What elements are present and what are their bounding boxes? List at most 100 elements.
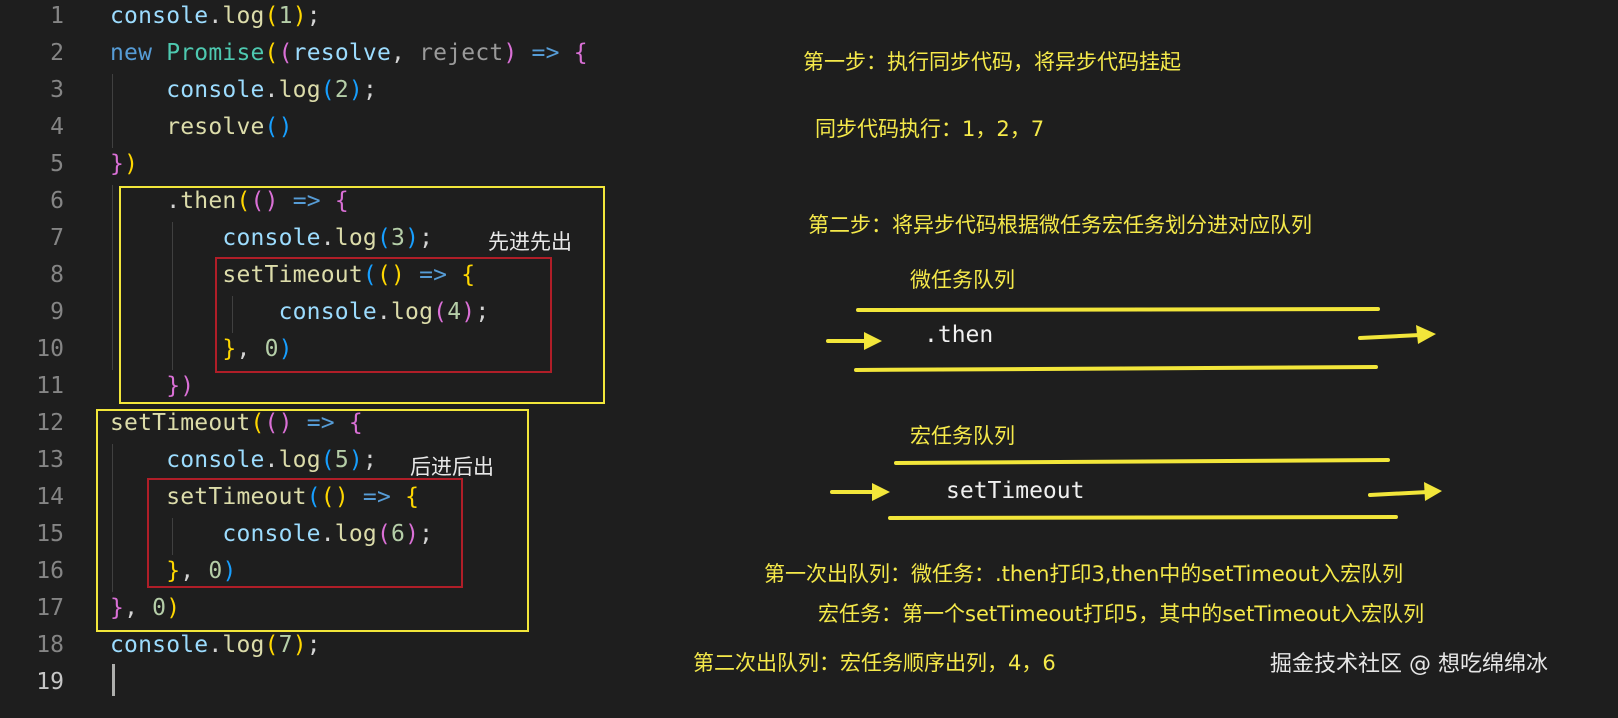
code-token: ( bbox=[264, 40, 279, 66]
code-line[interactable]: console.log(2); bbox=[110, 72, 377, 109]
code-line[interactable]: }, 0) bbox=[110, 553, 237, 590]
code-line[interactable]: console.log(7); bbox=[110, 627, 321, 664]
micro-queue-top-line bbox=[856, 307, 1380, 312]
code-token: ( bbox=[250, 188, 265, 214]
code-line[interactable]: new Promise((resolve, reject) => { bbox=[110, 35, 588, 72]
code-line[interactable]: console.log(1); bbox=[110, 0, 321, 35]
code-token: 7 bbox=[278, 632, 293, 658]
code-token: 3 bbox=[391, 225, 406, 251]
code-token: setTimeout bbox=[166, 484, 307, 510]
code-line[interactable]: }) bbox=[110, 368, 194, 405]
code-token: ( bbox=[306, 484, 321, 510]
code-token: 1 bbox=[278, 3, 293, 29]
code-token: , bbox=[124, 595, 153, 621]
code-token: ( bbox=[376, 521, 392, 547]
micro-queue-bottom-line bbox=[854, 365, 1378, 372]
line-number: 8 bbox=[50, 262, 64, 288]
code-token: }) bbox=[166, 373, 195, 399]
line-number: 16 bbox=[36, 558, 64, 584]
macro-out-arrow-shaft bbox=[1368, 490, 1430, 497]
step2-title: 第二步：将异步代码根据微任务宏任务划分进对应队列 bbox=[808, 213, 1312, 237]
macro-in-arrow-head bbox=[872, 483, 890, 501]
code-token: ) bbox=[124, 151, 139, 177]
code-token: . bbox=[320, 225, 335, 251]
code-token: ; bbox=[419, 521, 434, 547]
inner-timeout-highlight-1 bbox=[215, 257, 552, 373]
code-line[interactable]: resolve() bbox=[110, 109, 293, 146]
code-token: resolve bbox=[292, 40, 392, 66]
code-token: 0 bbox=[208, 558, 223, 584]
step1-result: 同步代码执行：1，2，7 bbox=[815, 117, 1045, 141]
watermark: 掘金技术社区 @ 想吃绵绵冰 bbox=[1270, 652, 1548, 677]
line-number: 14 bbox=[36, 484, 64, 510]
code-token: ) bbox=[391, 262, 406, 288]
code-token: { bbox=[461, 262, 476, 288]
indent-guide bbox=[112, 74, 113, 148]
line-number: 4 bbox=[50, 114, 64, 140]
line-number: 3 bbox=[50, 77, 64, 103]
code-line[interactable]: setTimeout(() => { bbox=[110, 479, 419, 516]
code-token: ) bbox=[222, 558, 237, 584]
indent-guide bbox=[112, 444, 113, 592]
code-token: ( bbox=[264, 410, 279, 436]
code-token: . bbox=[208, 3, 223, 29]
code-line[interactable]: setTimeout(() => { bbox=[110, 257, 475, 294]
line-number: 2 bbox=[50, 40, 64, 66]
line-number: 7 bbox=[50, 225, 64, 251]
code-token: . bbox=[264, 77, 279, 103]
code-token: 0 bbox=[152, 595, 167, 621]
code-token: ( bbox=[320, 447, 335, 473]
code-token: 4 bbox=[447, 299, 462, 325]
code-token: { bbox=[334, 188, 349, 214]
code-token: ) bbox=[348, 77, 363, 103]
code-token: ; bbox=[362, 447, 378, 473]
indent-guide bbox=[172, 518, 173, 555]
code-token: ; bbox=[306, 3, 321, 29]
code-line[interactable]: console.log(5); bbox=[110, 442, 377, 479]
step1-title: 第一步：执行同步代码，将异步代码挂起 bbox=[803, 50, 1181, 74]
code-token: ) bbox=[264, 188, 279, 214]
code-token: reject bbox=[419, 40, 504, 66]
line-number: 9 bbox=[50, 299, 64, 325]
code-line[interactable]: console.log(4); bbox=[110, 294, 490, 331]
code-token: ) bbox=[503, 40, 518, 66]
code-token: { bbox=[405, 484, 420, 510]
code-line[interactable]: setTimeout(() => { bbox=[110, 405, 363, 442]
code-token: console bbox=[166, 77, 265, 103]
dequeue1-line2: 宏任务：第一个setTimeout打印5，其中的setTimeout入宏队列 bbox=[818, 602, 1425, 626]
code-token: } bbox=[110, 595, 125, 621]
timeout-block-highlight bbox=[96, 409, 529, 632]
indent-guide bbox=[232, 296, 233, 333]
code-token: ( bbox=[278, 40, 293, 66]
code-token: 5 bbox=[334, 447, 349, 473]
code-token: . bbox=[110, 188, 181, 214]
code-token: ) bbox=[405, 225, 420, 251]
code-token: log bbox=[278, 447, 321, 473]
code-token: 6 bbox=[391, 521, 406, 547]
dequeue1-line1: 第一次出队列：微任务：.then打印3,then中的setTimeout入宏队列 bbox=[764, 562, 1404, 586]
line-number: 19 bbox=[36, 669, 64, 695]
code-line[interactable]: console.log(6); bbox=[110, 516, 433, 553]
code-token: ) bbox=[461, 299, 476, 325]
code-line[interactable]: }, 0) bbox=[110, 590, 180, 627]
code-token: , bbox=[236, 336, 265, 362]
line-number: 6 bbox=[50, 188, 64, 214]
line-number: 5 bbox=[50, 151, 64, 177]
indent-guide bbox=[172, 222, 173, 370]
micro-queue-label: 微任务队列 bbox=[910, 268, 1015, 292]
micro-out-arrow-shaft bbox=[1358, 333, 1422, 340]
code-token: } bbox=[222, 336, 237, 362]
code-line[interactable]: }, 0) bbox=[110, 331, 293, 368]
micro-in-arrow-head bbox=[864, 332, 882, 350]
code-line[interactable]: }) bbox=[110, 146, 138, 183]
macro-queue-top-line bbox=[894, 458, 1390, 465]
code-line[interactable]: .then(() => { bbox=[110, 183, 349, 220]
code-token: => bbox=[517, 40, 574, 66]
dequeue2: 第二次出队列：宏任务顺序出列，4，6 bbox=[693, 651, 1056, 675]
line-number: 13 bbox=[36, 447, 64, 473]
code-line[interactable]: console.log(3); bbox=[110, 220, 433, 257]
code-token: ; bbox=[362, 77, 378, 103]
micro-out-arrow-head bbox=[1416, 325, 1436, 344]
code-token: console bbox=[110, 3, 209, 29]
